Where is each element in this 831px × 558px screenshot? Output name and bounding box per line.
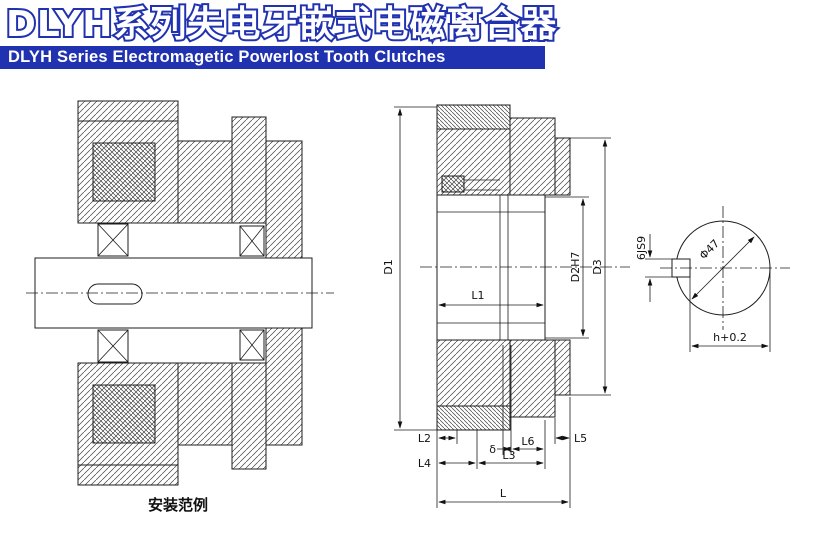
title-svg: DLYH系列失电牙嵌式电磁离合器 — [4, 2, 558, 47]
bearing-top-left — [97, 223, 129, 257]
bearing-bottom-left — [97, 329, 129, 363]
dim-L2: L2 — [418, 432, 431, 445]
shaft-keyway-detail: 6JS9 Φ47 h+0.2 — [635, 206, 790, 352]
bearing-bottom-right — [239, 329, 265, 361]
dim-L3: L3 — [502, 449, 515, 462]
screw-detail — [441, 175, 500, 193]
installation-caption: 安装范例 — [148, 496, 208, 514]
dim-D3: D3 — [591, 259, 604, 274]
dim-L6: L6 — [521, 435, 534, 448]
dim-L1: L1 — [471, 289, 484, 302]
hub — [436, 194, 546, 341]
page-header: DLYH系列失电牙嵌式电磁离合器 — [0, 0, 600, 51]
dim-key-width: 6JS9 — [635, 236, 648, 260]
dim-delta: δ — [489, 443, 496, 456]
installation-example-drawing: 安装范例 — [26, 100, 334, 514]
page-title: DLYH系列失电牙嵌式电磁离合器 — [6, 4, 557, 45]
dim-L: L — [500, 487, 507, 500]
dim-D1: D1 — [382, 259, 395, 274]
shaft-keyway-slot — [87, 283, 143, 305]
dim-L5: L5 — [574, 432, 587, 445]
page-subtitle: DLYH Series Electromagetic Powerlost Too… — [8, 48, 446, 66]
cross-section-drawing: D1 D2H7 D3 L1 L2 — [382, 104, 630, 508]
dim-L4: L4 — [418, 457, 431, 470]
bearing-top-right — [239, 225, 265, 257]
subtitle-bar: DLYH Series Electromagetic Powerlost Too… — [0, 46, 545, 69]
dim-D2H7: D2H7 — [569, 252, 582, 283]
dim-key-depth: h+0.2 — [713, 331, 747, 344]
